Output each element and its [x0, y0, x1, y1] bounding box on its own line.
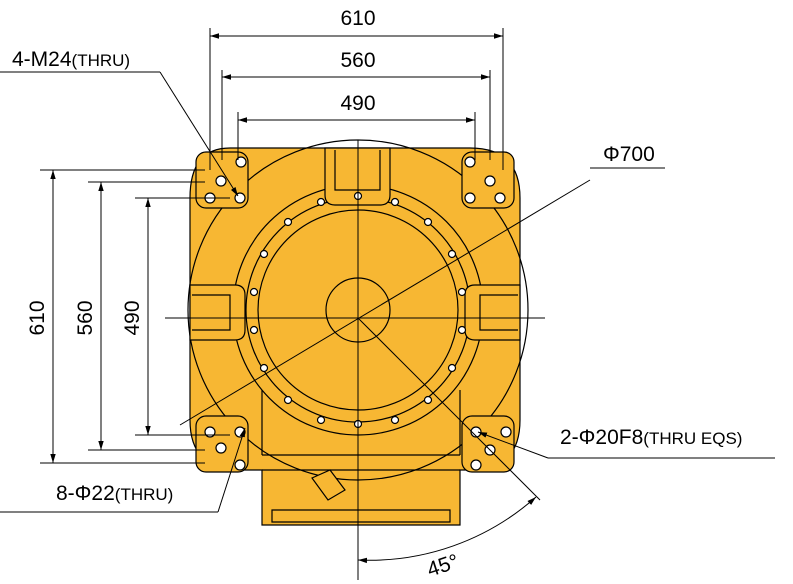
callout-pins-label: 2-Φ20F8(THRU EQS) [560, 426, 742, 449]
dim-top-490: 490 [340, 92, 375, 115]
callout-diameter: Φ700 [590, 143, 665, 169]
left-dimensions: 610 560 490 [26, 169, 230, 464]
dim-left-560: 560 [74, 300, 97, 335]
dim-top-610: 610 [340, 7, 375, 30]
callout-holes-label: 8-Φ22(THRU) [56, 482, 173, 505]
callout-bolts-label: 4-M24(THRU) [12, 48, 130, 71]
callout-diameter-label: Φ700 [603, 143, 655, 166]
callout-pins: 2-Φ20F8(THRU EQS) [477, 426, 775, 459]
callout-holes: 8-Φ22(THRU) [0, 427, 246, 513]
angle-label: 45° [424, 550, 461, 582]
flange-holes [249, 191, 467, 429]
top-dimensions: 610 560 490 [209, 7, 504, 170]
dim-left-610: 610 [26, 300, 49, 335]
dim-top-560: 560 [340, 49, 375, 72]
dim-left-490: 490 [121, 300, 144, 335]
callout-bolts: 4-M24(THRU) [0, 48, 239, 197]
